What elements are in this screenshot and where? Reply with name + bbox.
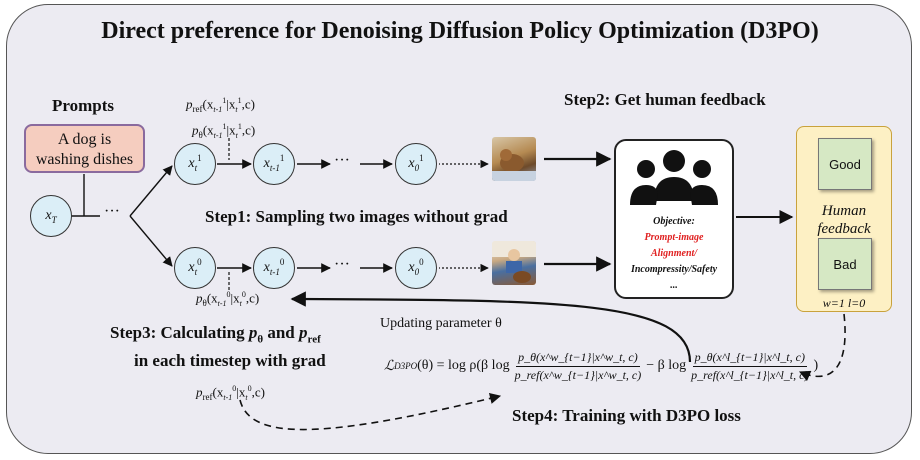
step3-label: Step3: Calculating pθ and pref in each t… xyxy=(110,323,326,371)
feedback-weights: w=1 l=0 xyxy=(822,296,866,310)
label-pref-top: pref(xt-11|xt1,c) xyxy=(186,96,255,114)
ellipsis-top: ··· xyxy=(334,152,350,169)
branch-top-arrow xyxy=(129,165,173,217)
step1-label: Step1: Sampling two images without grad xyxy=(205,207,508,226)
prompt-box: A dog is washing dishes xyxy=(24,124,145,173)
loss-fraction-l: p_θ(x^l_{t−1}|x^l_t, c) p_ref(x^l_{t−1}|… xyxy=(691,349,809,382)
prompts-heading: Prompts xyxy=(52,96,115,115)
branch-bottom-arrow xyxy=(129,215,173,267)
feedback-good-card: Good xyxy=(818,138,872,190)
objective-box xyxy=(614,139,734,299)
generated-image-dog-bottom xyxy=(492,241,536,285)
people-group-icon xyxy=(630,150,718,205)
label-pref-bottom: pref(xt-10|xt0,c) xyxy=(196,384,265,402)
label-ptheta-bottom: pθ(xt-10|xt0,c) xyxy=(196,290,260,308)
label-ptheta-top: pθ(xt-11|xt1,c) xyxy=(192,122,256,140)
loss-fraction-w: p_θ(x^w_{t−1}|x^w_t, c) p_ref(x^w_{t−1}|… xyxy=(514,349,642,382)
generated-image-dog-top xyxy=(492,137,536,181)
ellipsis-bottom: ··· xyxy=(334,256,350,273)
diagram-title: Direct preference for Denoising Diffusio… xyxy=(101,18,819,44)
human-feedback-label: Human feedback xyxy=(817,203,871,237)
step2-label: Step2: Get human feedback xyxy=(564,90,766,109)
update-parameter-label: Updating parameter θ xyxy=(380,316,502,331)
feedback-bad-card: Bad xyxy=(818,238,872,290)
update-parameter-arrow xyxy=(290,291,692,363)
objective-text: Objective: Prompt-image Alignment/ Incom… xyxy=(630,216,718,291)
prompt-text-line2: washing dishes xyxy=(35,151,134,168)
ellipsis-left: ··· xyxy=(104,203,120,220)
diagram-panel xyxy=(6,4,912,454)
prompt-text-line1: A dog is xyxy=(57,131,112,148)
step4-label: Step4: Training with D3PO loss xyxy=(512,406,741,425)
